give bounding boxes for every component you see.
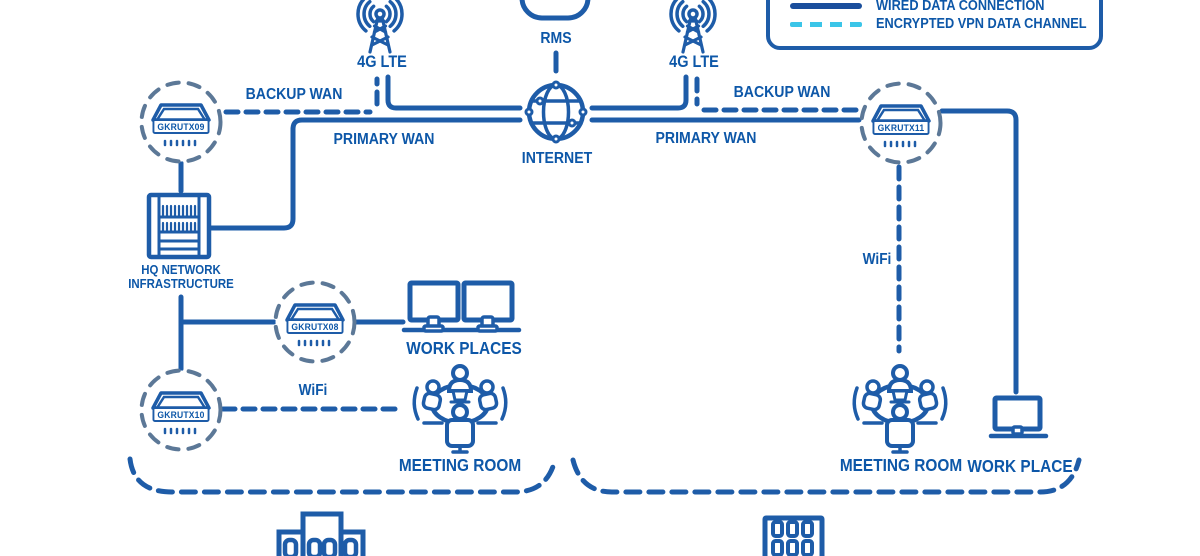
work-places-icon [401,283,522,331]
router-gkrutx10: GKRUTX10 [139,368,223,452]
internet-globe-icon [524,80,588,144]
router-gkrutx09: GKRUTX09 [139,80,223,164]
primary-wan-right-label: PRIMARY WAN [655,130,757,147]
router-label-plate: GKRUTX08 [286,319,344,334]
site-brace-left [127,456,558,495]
primary-wan-left-label: PRIMARY WAN [333,131,435,148]
legend-vpn-row: ENCRYPTED VPN DATA CHANNEL [790,16,1115,32]
branch-building-icon [762,515,825,556]
meeting-room-right-label: MEETING ROOM [839,455,963,475]
internet-label: INTERNET [521,150,593,167]
work-place-label: WORK PLACE [967,456,1073,476]
router-name: GKRUTX10 [157,409,205,420]
hq-rack-icon [146,192,212,260]
router-label-plate: GKRUTX09 [152,119,210,134]
backup-wan-left-label: BACKUP WAN [245,86,343,103]
backup-wan-right-label: BACKUP WAN [733,84,831,101]
router-name: GKRUTX08 [291,321,339,332]
meeting-room-right-icon [854,366,946,452]
legend-box: WIRED DATA CONNECTION ENCRYPTED VPN DATA… [766,0,1103,50]
wired-line-sample [790,3,862,9]
legend-wired-row: WIRED DATA CONNECTION [790,0,1067,14]
primary-wan-left-line [206,117,523,231]
internet-lte-right-line [589,74,689,111]
lte-right-label: 4G LTE [669,53,719,71]
lte-left-internet-line [385,74,523,111]
meeting-room-left-label: MEETING ROOM [398,455,522,475]
wifi-left-label: WiFi [298,382,328,399]
rms-label: RMS [540,30,572,47]
meeting-room-left-icon [414,366,506,452]
lte-tower-left-icon [356,0,404,54]
work-places-label: WORK PLACES [406,338,522,358]
rms-cloud-icon [519,0,591,21]
hq-infrastructure-label: HQ NETWORK INFRASTRUCTURE [128,262,234,291]
router11-workplace-line [939,108,1019,395]
router-gkrutx08: GKRUTX08 [273,280,357,364]
work-place-icon [988,395,1049,439]
router-label-plate: GKRUTX11 [872,120,930,135]
vpn-label: ENCRYPTED VPN DATA CHANNEL [876,16,1087,32]
wired-label: WIRED DATA CONNECTION [876,0,1045,14]
site-brace-right [570,457,1082,495]
lte-left-label: 4G LTE [357,53,407,71]
wifi-right-label: WiFi [862,251,892,268]
router-name: GKRUTX09 [157,121,205,132]
lte-tower-right-icon [669,0,717,54]
hq-building-icon [276,511,366,556]
router-gkrutx11: GKRUTX11 [859,81,943,165]
router-name: GKRUTX11 [877,122,925,133]
router-label-plate: GKRUTX10 [152,407,210,422]
vpn-line-sample [790,21,862,27]
